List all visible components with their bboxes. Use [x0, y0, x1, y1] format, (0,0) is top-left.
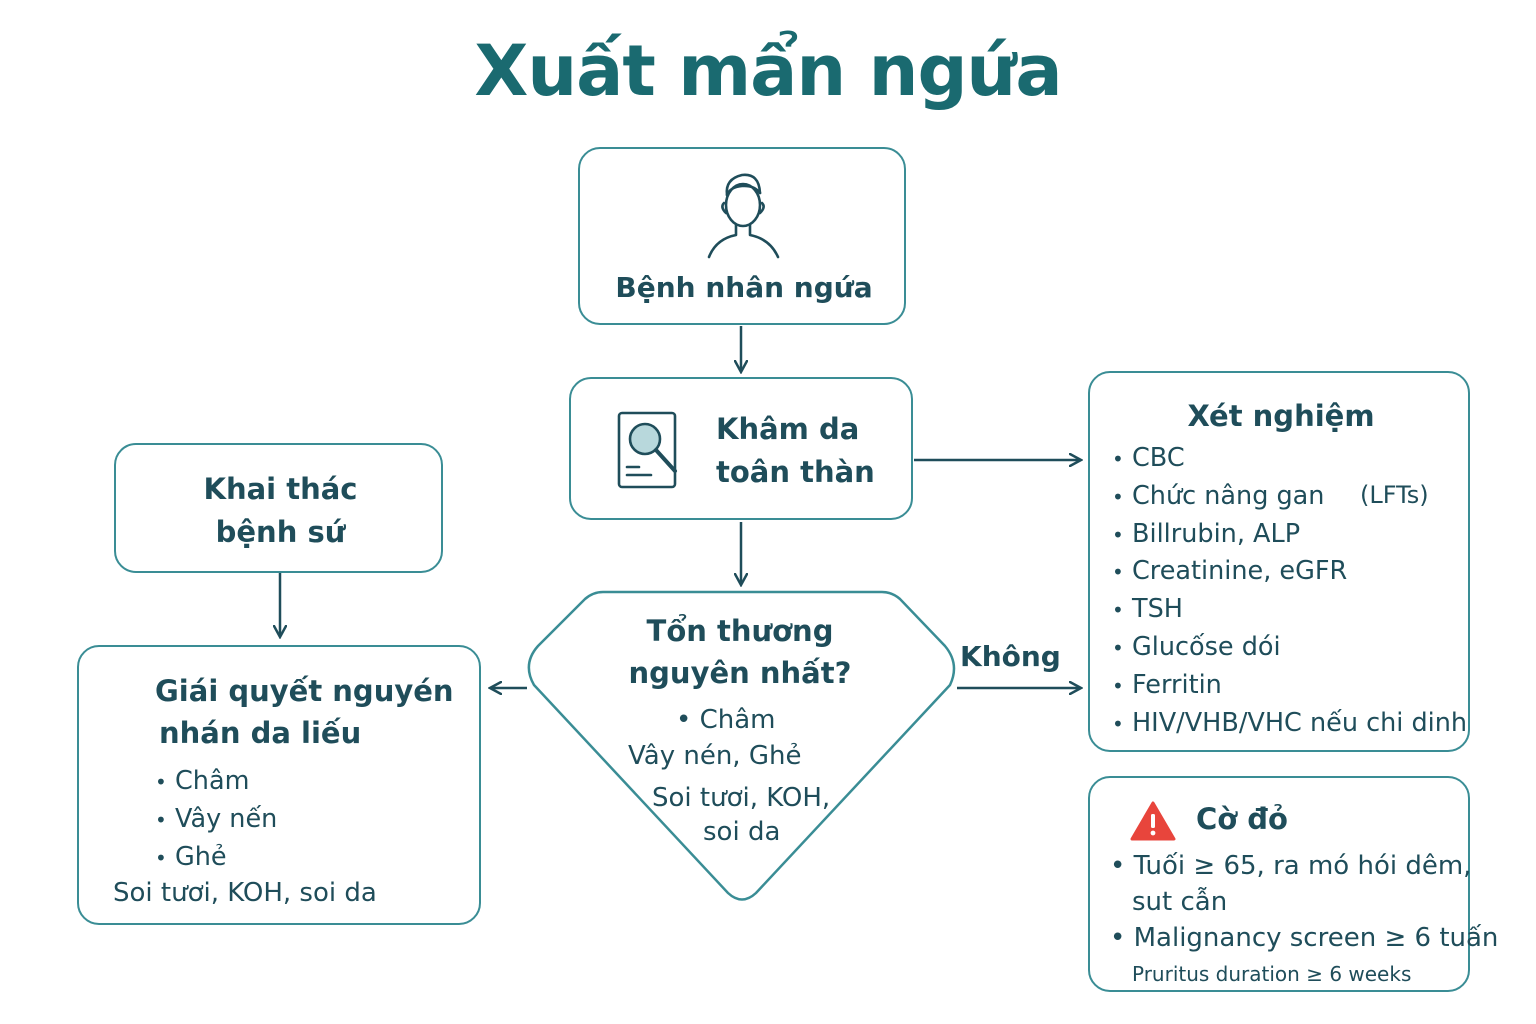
- history-line2: bệnh sứ: [215, 515, 346, 549]
- red-flags-item1-cont: sut cẫn: [1132, 887, 1228, 917]
- decision-diamond: [527, 590, 956, 901]
- tests-title: Xét nghiệm: [1187, 399, 1375, 433]
- patient-label: Bệnh nhân ngứa: [615, 271, 873, 304]
- derm-list: Châm Vây nến Ghẻ: [155, 763, 277, 876]
- tests-lft-note: (LFTs): [1360, 481, 1429, 509]
- tests-list: CBC Chức nâng gan Billrubin, ALP Creatin…: [1112, 440, 1467, 742]
- node-derm: Giái quyết nguyén nhán da liếu Châm Vây …: [77, 645, 481, 925]
- skin-exam-line2: toân thàn: [716, 455, 875, 489]
- edge-label-no: Không: [960, 640, 1061, 673]
- decision-line3: Vây nén, Ghẻ: [628, 741, 802, 771]
- decision-line2: nguyên nhất?: [628, 656, 852, 690]
- derm-item: Ghẻ: [155, 839, 277, 877]
- decision-line1: Tổn thương: [646, 614, 834, 648]
- node-tests: Xét nghiệm CBC Chức nâng gan Billrubin, …: [1088, 371, 1470, 752]
- node-skin-exam: Khâm da toân thàn: [569, 377, 913, 520]
- tests-item: Chức nâng gan: [1112, 478, 1467, 516]
- exam-document-icon: [617, 411, 677, 489]
- patient-icon: [707, 173, 780, 259]
- decision-line5: soi da: [703, 817, 781, 847]
- warning-icon: [1130, 801, 1176, 841]
- derm-footer: Soi tươi, KOH, soi da: [113, 878, 377, 908]
- tests-item: Glucốse dói: [1112, 629, 1467, 667]
- diagram-title: Xuất mẩn ngứa: [474, 30, 1062, 112]
- derm-line2: nhán da liếu: [159, 716, 362, 750]
- decision-bullet: • Châm: [676, 705, 776, 735]
- derm-item: Vây nến: [155, 801, 277, 839]
- node-history: Khai thác bệnh sứ: [114, 443, 443, 573]
- derm-line1: Giái quyết nguyén: [155, 674, 454, 708]
- red-flags-title: Cờ đỏ: [1196, 802, 1288, 836]
- tests-item: HIV/VHB/VHC nếu chi dinh: [1112, 705, 1467, 743]
- skin-exam-line1: Khâm da: [716, 412, 860, 446]
- tests-item: CBC: [1112, 440, 1467, 478]
- red-flags-note: Pruritus duration ≥ 6 weeks: [1132, 962, 1412, 986]
- derm-item: Châm: [155, 763, 277, 801]
- tests-item: TSH: [1112, 591, 1467, 629]
- red-flags-item2: • Malignancy screen ≥ 6 tuấn: [1110, 923, 1499, 953]
- decision-line4: Soi tươi, KOH,: [652, 783, 831, 813]
- node-red-flags: Cờ đỏ • Tuối ≥ 65, ra mó hói dêm, sut cẫ…: [1088, 776, 1498, 992]
- tests-item: Billrubin, ALP: [1112, 516, 1467, 554]
- red-flags-item1: • Tuối ≥ 65, ra mó hói dêm,: [1110, 851, 1472, 881]
- tests-item: Creatinine, eGFR: [1112, 553, 1467, 591]
- tests-item: Ferritin: [1112, 667, 1467, 705]
- node-patient: Bệnh nhân ngứa: [578, 147, 906, 325]
- history-line1: Khai thác: [203, 472, 358, 506]
